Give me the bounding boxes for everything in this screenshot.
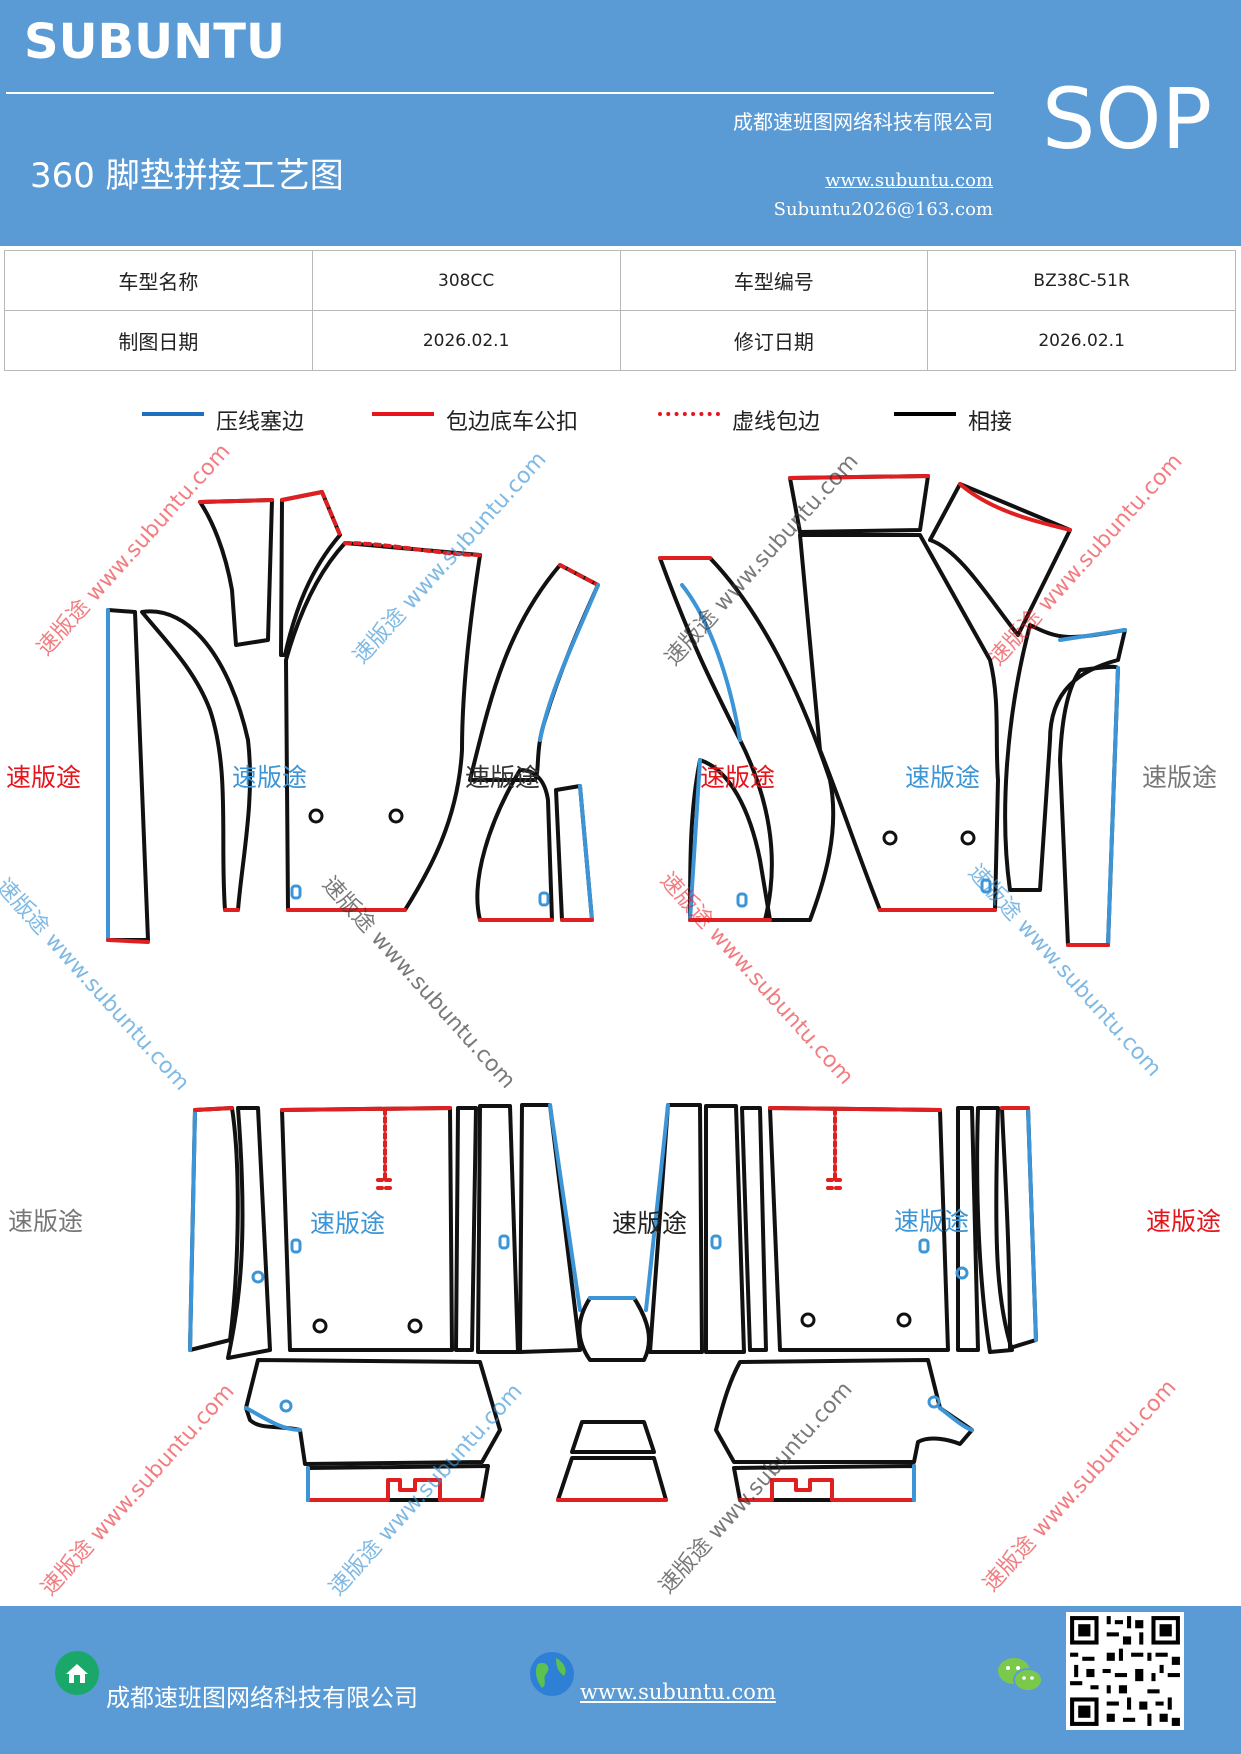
table-row: 车型名称 308CC 车型编号 BZ38C-51R xyxy=(4,250,1236,311)
mat-piece xyxy=(198,498,274,647)
header-divider xyxy=(6,92,994,94)
brand-logo: SUBUNTU xyxy=(24,14,285,70)
email-address: Subuntu2026@163.com xyxy=(773,199,993,220)
watermark-text: 速版途 xyxy=(465,763,541,792)
vehicle-info-table: 车型名称 308CC 车型编号 BZ38C-51R 制图日期 2026.02.1… xyxy=(4,250,1236,371)
legend-swatch-blue xyxy=(142,412,204,416)
legend-label: 包边底车公扣 xyxy=(446,410,579,435)
mat-piece xyxy=(788,474,930,534)
draw-date-value: 2026.02.1 xyxy=(311,310,621,371)
watermark-text: 速版途 xyxy=(894,1207,970,1236)
mat-piece xyxy=(658,556,836,922)
legend-swatch-black xyxy=(894,412,956,416)
watermark-text: 速版途 xyxy=(232,763,308,792)
page-footer: 成都速班图网络科技有限公司 www.subuntu.com xyxy=(0,1606,1241,1754)
legend-label: 相接 xyxy=(968,410,1013,435)
watermark-text: 速版途 xyxy=(1142,763,1218,792)
page-header: SUBUNTU 成都速班图网络科技有限公司 SOP 360 脚垫拼接工艺图 ww… xyxy=(0,0,1241,246)
footer-company-name: 成都速班图网络科技有限公司 xyxy=(106,1684,418,1712)
mat-piece xyxy=(688,758,772,922)
model-name-value: 308CC xyxy=(311,250,621,311)
mat-piece xyxy=(798,533,1000,912)
document-title: 360 脚垫拼接工艺图 xyxy=(30,156,344,196)
draw-date-label: 制图日期 xyxy=(4,310,313,371)
mat-piece xyxy=(644,1103,768,1354)
mat-piece xyxy=(577,1296,651,1362)
legend-item-press-line: 压线塞边 xyxy=(142,404,362,435)
website-link[interactable]: www.subuntu.com xyxy=(825,170,993,191)
watermark-text: 速版途 xyxy=(612,1209,688,1238)
mat-piece xyxy=(468,563,600,782)
mat-piece xyxy=(1058,664,1120,947)
mat-piece xyxy=(454,1103,582,1354)
legend-label: 虚线包边 xyxy=(732,410,821,435)
mat-piece xyxy=(768,1106,950,1352)
watermark-text: 速版途 xyxy=(1146,1207,1222,1236)
model-name-label: 车型名称 xyxy=(4,250,313,311)
mat-piece xyxy=(556,1420,668,1502)
company-name: 成都速班图网络科技有限公司 xyxy=(733,110,993,134)
mat-piece xyxy=(955,1106,1038,1354)
mat-piece xyxy=(306,1464,490,1502)
footer-website-link[interactable]: www.subuntu.com xyxy=(580,1680,776,1704)
model-code-value: BZ38C-51R xyxy=(927,250,1236,311)
watermark-text: 速版途 xyxy=(8,1207,84,1236)
mat-piece xyxy=(928,482,1072,637)
mat-piece xyxy=(280,1106,454,1352)
watermark-text: 速版途 xyxy=(700,763,776,792)
model-code-label: 车型编号 xyxy=(619,250,929,311)
mat-piece xyxy=(226,1106,272,1360)
mat-pattern-drawing xyxy=(106,474,1127,1502)
legend-label: 压线塞边 xyxy=(216,410,305,435)
legend-swatch-red-dotted xyxy=(658,412,720,416)
legend-item-dotted-binding: 虚线包边 xyxy=(658,404,858,435)
watermark-text: 速版途 xyxy=(6,763,82,792)
watermark-text: 速版途 xyxy=(905,763,981,792)
legend-swatch-red xyxy=(372,412,434,416)
mat-piece xyxy=(244,1358,502,1466)
mat-piece xyxy=(554,784,594,922)
mat-piece xyxy=(1003,623,1127,892)
mat-piece xyxy=(279,490,342,657)
table-row: 制图日期 2026.02.1 修订日期 2026.02.1 xyxy=(4,310,1236,371)
revise-date-label: 修订日期 xyxy=(619,310,929,371)
legend-item-join: 相接 xyxy=(894,404,1074,435)
mat-piece xyxy=(732,1464,916,1502)
legend-item-binding: 包边底车公扣 xyxy=(372,404,632,435)
mat-piece xyxy=(284,541,482,912)
globe-icon xyxy=(530,1652,574,1696)
watermark-text: 速版途 xyxy=(310,1209,386,1238)
mat-piece xyxy=(475,768,554,922)
mat-piece xyxy=(188,1106,240,1352)
sop-badge: SOP xyxy=(1042,70,1213,168)
mat-piece xyxy=(714,1358,974,1464)
qr-code-pattern xyxy=(1066,1612,1184,1730)
revise-date-value: 2026.02.1 xyxy=(927,310,1236,371)
qr-code xyxy=(1066,1612,1184,1730)
mat-piece xyxy=(140,609,253,912)
mat-piece xyxy=(106,608,150,944)
wechat-icon xyxy=(998,1658,1043,1692)
home-icon xyxy=(55,1651,99,1695)
